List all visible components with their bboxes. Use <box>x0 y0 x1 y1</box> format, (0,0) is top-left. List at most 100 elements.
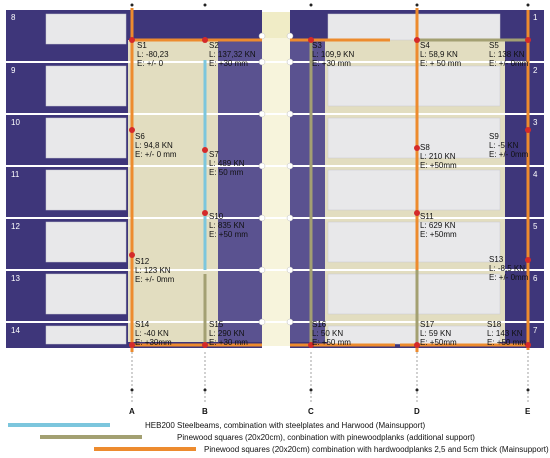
support-elevation: E: +/- 0mm <box>135 275 175 284</box>
support-marker <box>129 127 135 133</box>
support-id: S6 <box>135 132 145 141</box>
support-label-s14: S14 L: -40 KN E: +30mm <box>135 320 172 347</box>
support-load: L: 290 KN <box>209 329 245 338</box>
support-elevation: E: +50 mm <box>487 338 526 347</box>
axis-dots <box>130 3 530 392</box>
support-elevation: E: 50 mm <box>209 168 244 177</box>
support-load: L: 50 KN <box>312 329 343 338</box>
support-id: S9 <box>489 132 499 141</box>
support-marker <box>525 342 531 348</box>
row-marker <box>258 32 266 40</box>
left-room-overlay <box>128 40 218 342</box>
support-elevation: E: +50mm <box>420 161 457 170</box>
row-label: 11 <box>11 170 20 179</box>
row-label: 12 <box>11 222 20 231</box>
support-marker <box>202 147 208 153</box>
row-label: 14 <box>11 326 20 335</box>
row-marker <box>286 162 294 170</box>
support-id: S5 <box>489 41 499 50</box>
support-elevation: E: +/- 0mm <box>489 59 529 68</box>
support-id: S4 <box>420 41 430 50</box>
support-load: L: 143 KN <box>487 329 523 338</box>
support-load: L: 835 KN <box>209 221 245 230</box>
support-id: S14 <box>135 320 150 329</box>
axis-labels: A B C D E <box>129 407 531 416</box>
support-elevation: E: +30mm <box>135 338 172 347</box>
bay <box>327 117 501 159</box>
row-label: 4 <box>533 170 538 179</box>
legend-item-pinewood-hardwood: Pinewood squares (20x20cm) combination w… <box>94 445 549 454</box>
support-marker <box>414 210 420 216</box>
support-id: S1 <box>137 41 147 50</box>
support-load: L: -5 KN <box>489 141 519 150</box>
support-load: L: -8,5 KN <box>489 264 525 273</box>
axis-dot-bottom <box>309 388 313 392</box>
support-label-s15: S15 L: 290 KN E: +30 mm <box>209 320 248 347</box>
row-label: 1 <box>533 13 538 22</box>
row-marker <box>286 58 294 66</box>
support-label-s16: S16 L: 50 KN E: +50 mm <box>312 320 351 347</box>
support-load: L: -40 KN <box>135 329 169 338</box>
bay <box>45 325 127 345</box>
support-marker <box>202 37 208 43</box>
row-dividers <box>6 61 544 323</box>
axis-dot-top <box>203 3 207 7</box>
bay <box>45 13 127 45</box>
support-id: S15 <box>209 320 224 329</box>
support-label-s4: S4 L: 58,9 KN E: + 50 mm <box>420 41 461 68</box>
axis-dot-bottom <box>415 388 419 392</box>
row-label: 2 <box>533 66 538 75</box>
axis-dot-top <box>309 3 313 7</box>
row-marker <box>258 110 266 118</box>
support-elevation: E: +/- 0mm <box>489 273 529 282</box>
row-label: 9 <box>11 66 16 75</box>
support-label-s13: S13 L: -8,5 KN E: +/- 0mm <box>489 255 529 282</box>
row-label: 5 <box>533 222 538 231</box>
bay <box>45 117 127 159</box>
row-marker <box>258 162 266 170</box>
support-label-s17: S17 L: 59 KN E: +50mm <box>420 320 457 347</box>
bay <box>327 325 501 345</box>
row-marker <box>286 110 294 118</box>
support-load: L: 59 KN <box>420 329 451 338</box>
axis-dot-top <box>130 3 134 7</box>
support-marker <box>414 342 420 348</box>
support-id: S11 <box>420 212 434 221</box>
beams <box>130 8 530 352</box>
support-label-s18: S18 L: 143 KN E: +50 mm <box>487 320 526 347</box>
support-label-s11: S11 L: 629 KN E: +50mm <box>420 212 457 239</box>
bay <box>45 169 127 211</box>
right-bays <box>327 13 501 345</box>
bay <box>327 221 501 263</box>
axis-label-e: E <box>525 407 531 416</box>
support-elevation: E: +30 mm <box>209 59 248 68</box>
axis-dot-top <box>415 3 419 7</box>
left-inner-shadow <box>218 40 262 342</box>
support-id: S7 <box>209 150 219 159</box>
support-load: L: 94,8 KN <box>135 141 173 150</box>
support-label-s9: S9 L: -5 KN E: +/- 0mm <box>489 132 529 159</box>
row-marker <box>258 318 266 326</box>
support-load: L: 109,9 KN <box>312 50 354 59</box>
support-id: S13 <box>489 255 504 264</box>
row-marker <box>258 266 266 274</box>
support-elevation: E: +30 mm <box>312 59 351 68</box>
row-label: 8 <box>11 13 16 22</box>
support-markers <box>129 37 531 348</box>
support-load: L: 123 KN <box>135 266 171 275</box>
support-id: S16 <box>312 320 327 329</box>
support-marker <box>525 37 531 43</box>
axis-label-b: B <box>202 407 208 416</box>
support-annotations: S1 L: -80,23 E: +/- 0 S2 L: 137,32 KN E:… <box>135 41 529 347</box>
row-marker <box>258 58 266 66</box>
support-label-s12: S12 L: 123 KN E: +/- 0mm <box>135 257 175 284</box>
bay <box>45 221 127 263</box>
legend-text-pinewood-hardwood: Pinewood squares (20x20cm) combination w… <box>204 445 549 454</box>
support-marker <box>129 252 135 258</box>
bay <box>327 273 501 315</box>
axis-lines <box>131 352 529 402</box>
support-elevation: E: +50mm <box>420 338 457 347</box>
support-elevation: E: +30 mm <box>209 338 248 347</box>
support-id: S18 <box>487 320 502 329</box>
